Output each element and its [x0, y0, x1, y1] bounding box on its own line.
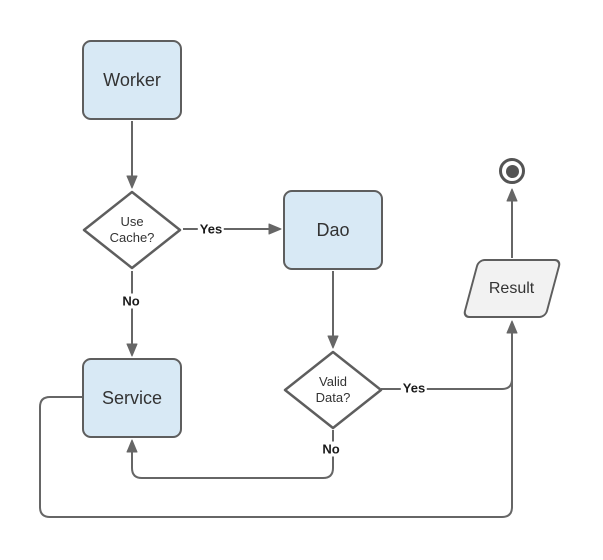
node-worker-label: Worker [103, 69, 161, 90]
diamond-shape [82, 190, 182, 270]
edge-label-valid-data-yes: Yes [400, 380, 428, 396]
node-service-label: Service [101, 387, 163, 408]
diamond-shape [283, 350, 383, 430]
node-result: Result [462, 259, 562, 318]
edge-label-use-cache-yes: Yes [197, 221, 225, 237]
node-use-cache-label: Use Cache? [109, 214, 155, 245]
node-dao: Dao [283, 190, 383, 270]
node-service: Service [82, 358, 182, 438]
node-worker: Worker [82, 40, 182, 120]
end-state-icon [499, 158, 525, 184]
edge-label-use-cache-no: No [120, 293, 142, 309]
node-use-cache: Use Cache? [82, 190, 182, 270]
edge-service-loop-to-result [39, 320, 518, 518]
end-state-inner-dot [505, 164, 519, 178]
node-valid-data: Valid Data? [283, 350, 383, 430]
edge-valid-data-no-to-service [126, 430, 334, 479]
node-dao-label: Dao [316, 219, 350, 240]
node-valid-data-label: Valid Data? [315, 374, 351, 405]
edge-label-valid-data-no: No [320, 441, 342, 457]
node-result-label: Result [489, 279, 535, 297]
